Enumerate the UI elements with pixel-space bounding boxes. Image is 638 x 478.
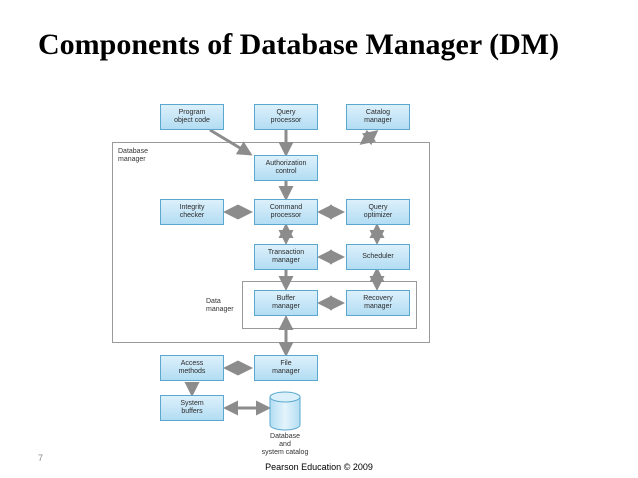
arrow-program-to-authorization — [209, 128, 253, 156]
recovery-manager-box: Recovery manager — [346, 290, 410, 316]
page-number: 7 — [38, 453, 44, 463]
arrow-catalog-to-frame — [359, 129, 379, 146]
database-catalog-label: Database and system catalog — [261, 433, 309, 456]
database-cylinder-icon — [269, 391, 301, 431]
transaction-manager-box: Transaction manager — [254, 244, 318, 270]
slide-title: Components of Database Manager (DM) — [38, 28, 560, 61]
database-manager-frame — [112, 142, 430, 343]
database-manager-label: Database manager — [118, 148, 148, 163]
data-manager-label: Data manager — [206, 298, 234, 313]
access-methods-box: Access methods — [160, 355, 224, 381]
integrity-checker-box: Integrity checker — [160, 199, 224, 225]
system-buffers-box: System buffers — [160, 395, 224, 421]
authorization-control-box: Authorization control — [254, 155, 318, 181]
file-manager-box: File manager — [254, 355, 318, 381]
scheduler-box: Scheduler — [346, 244, 410, 270]
command-processor-box: Command processor — [254, 199, 318, 225]
query-optimizer-box: Query optimizer — [346, 199, 410, 225]
catalog-manager-box: Catalog manager — [346, 104, 410, 130]
data-manager-frame — [242, 281, 417, 329]
source-credit: Pearson Education © 2009 — [265, 462, 373, 472]
buffer-manager-box: Buffer manager — [254, 290, 318, 316]
query-processor-box: Query processor — [254, 104, 318, 130]
program-object-code-box: Program object code — [160, 104, 224, 130]
